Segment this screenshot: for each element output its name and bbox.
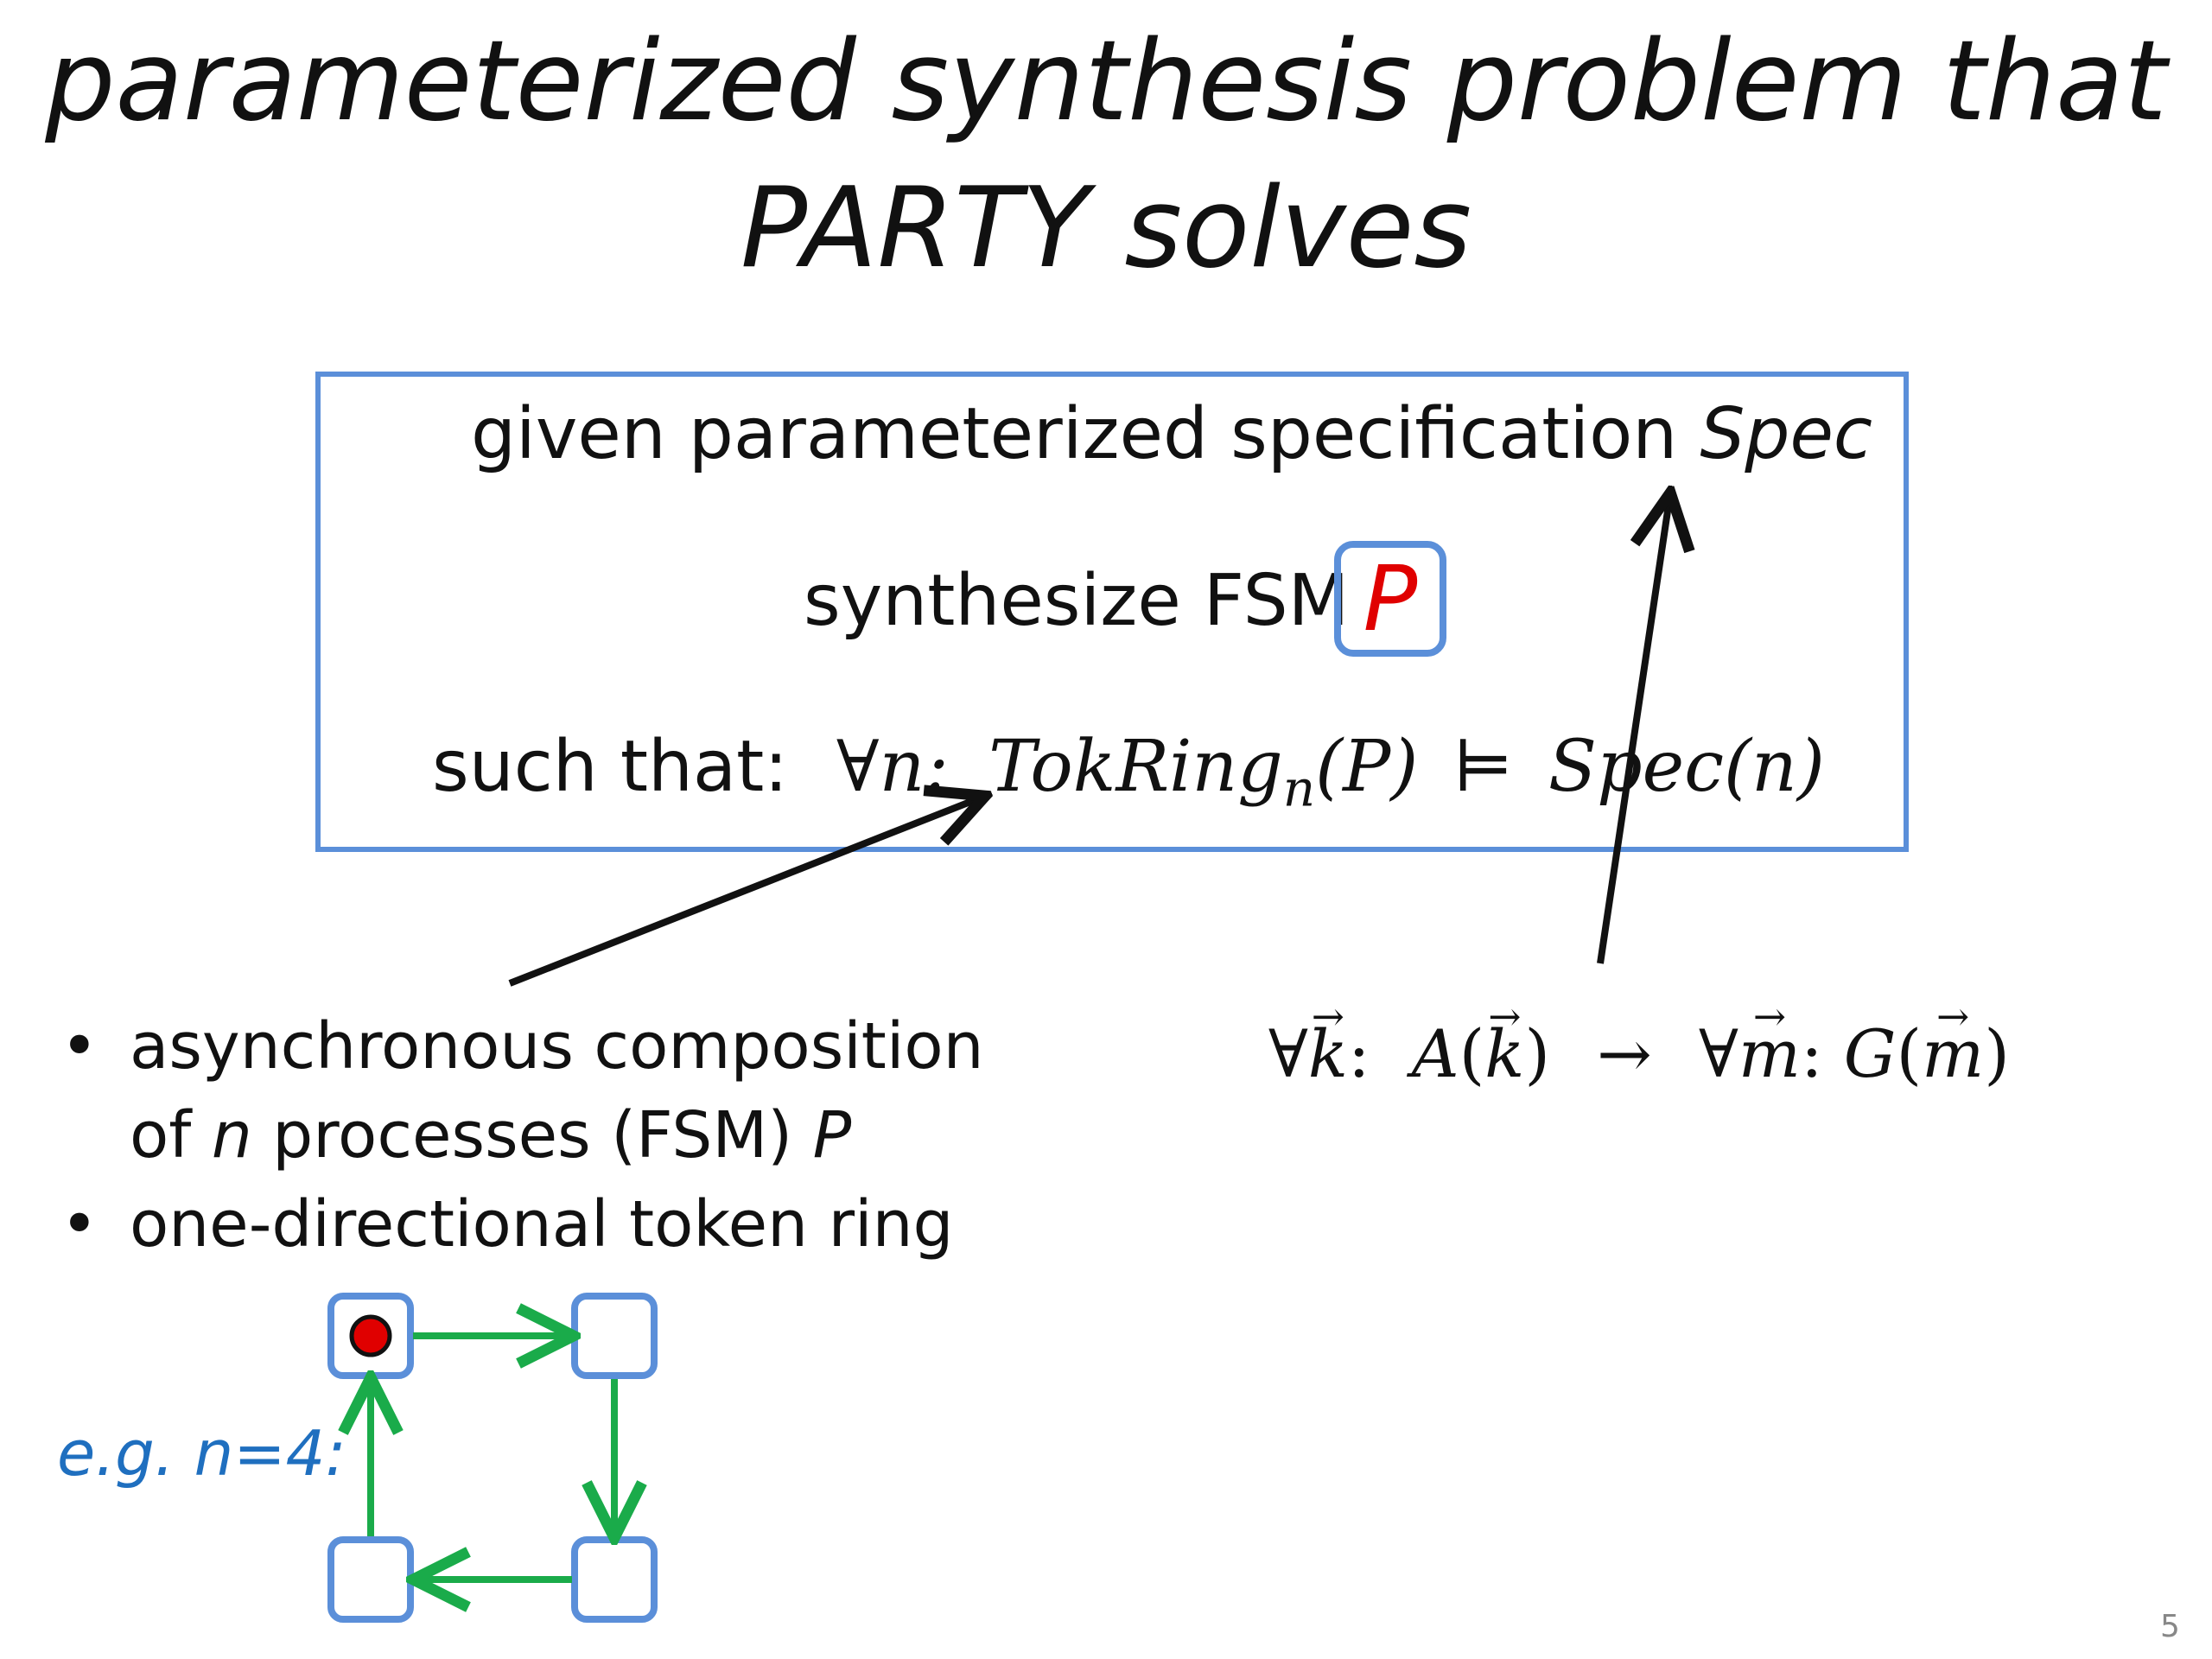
bullet-1-p: P: [812, 1098, 852, 1173]
tokring: TokRing: [988, 726, 1283, 808]
bullet-1-mid: processes (FSM): [251, 1098, 813, 1173]
formula-forall-k: ∀: [1268, 1015, 1308, 1092]
p-badge: P: [1334, 541, 1446, 657]
given-text: given parameterized specification: [471, 393, 1700, 475]
paren-open-2: (: [1896, 1015, 1923, 1092]
formula-colon-2: :: [1800, 1015, 1823, 1092]
synthesize-line: synthesize FSM: [804, 560, 1350, 642]
vector-m-arg: m: [1922, 1015, 1984, 1092]
example-label: e.g. n=4:: [57, 1417, 346, 1490]
assumption-A: A: [1411, 1015, 1459, 1092]
implies-arrow: →: [1597, 1015, 1652, 1092]
slide-title-line-1: parameterized synthesis problem that: [45, 17, 2167, 146]
paren-close-1: ): [1524, 1015, 1550, 1092]
tokring-arg: (P): [1315, 726, 1419, 808]
models-symbol: ⊨: [1452, 726, 1514, 808]
bullet-item-composition: asynchronous composition of n processes …: [52, 1002, 984, 1180]
problem-box: [315, 372, 1909, 852]
vector-m: m: [1738, 1015, 1801, 1092]
bullet-1-of: of: [130, 1098, 212, 1173]
given-spec: Spec: [1700, 393, 1872, 475]
given-line: given parameterized specification Spec: [471, 393, 1872, 475]
vector-k-arg: k: [1484, 1015, 1524, 1092]
bullet-list: asynchronous composition of n processes …: [52, 1002, 984, 1269]
vector-k: k: [1308, 1015, 1348, 1092]
bullet-1-n: n: [211, 1098, 252, 1173]
bullet-item-token-ring: one-directional token ring: [52, 1180, 984, 1269]
paren-open-1: (: [1459, 1015, 1485, 1092]
spec-of-n: Spec(n): [1548, 726, 1825, 808]
such-that-line: such that: ∀n: TokRingn(P) ⊨ Spec(n): [432, 726, 1825, 817]
ring-node-bottom-right: [571, 1536, 658, 1623]
paren-close-2: ): [1984, 1015, 2010, 1092]
spec-formula: ∀k: A(k) → ∀m: G(m): [1268, 1015, 2010, 1092]
such-that-label: such that:: [432, 726, 788, 808]
formula-colon: :: [1347, 1015, 1370, 1092]
formula-forall-m: ∀: [1699, 1015, 1738, 1092]
tokring-subscript: n: [1282, 759, 1316, 818]
arrow-to-spec: [1597, 499, 1669, 964]
token-dot: [349, 1314, 392, 1357]
arrow-to-tokring: [508, 798, 979, 987]
ring-node-bottom-left: [327, 1536, 414, 1623]
ring-node-top-right: [571, 1293, 658, 1379]
guarantee-G: G: [1843, 1015, 1897, 1092]
bullet-1-line-1: asynchronous composition: [130, 1009, 984, 1084]
slide-title-line-2: PARTY solves: [740, 164, 1472, 293]
slide-number: 5: [2160, 1609, 2180, 1644]
